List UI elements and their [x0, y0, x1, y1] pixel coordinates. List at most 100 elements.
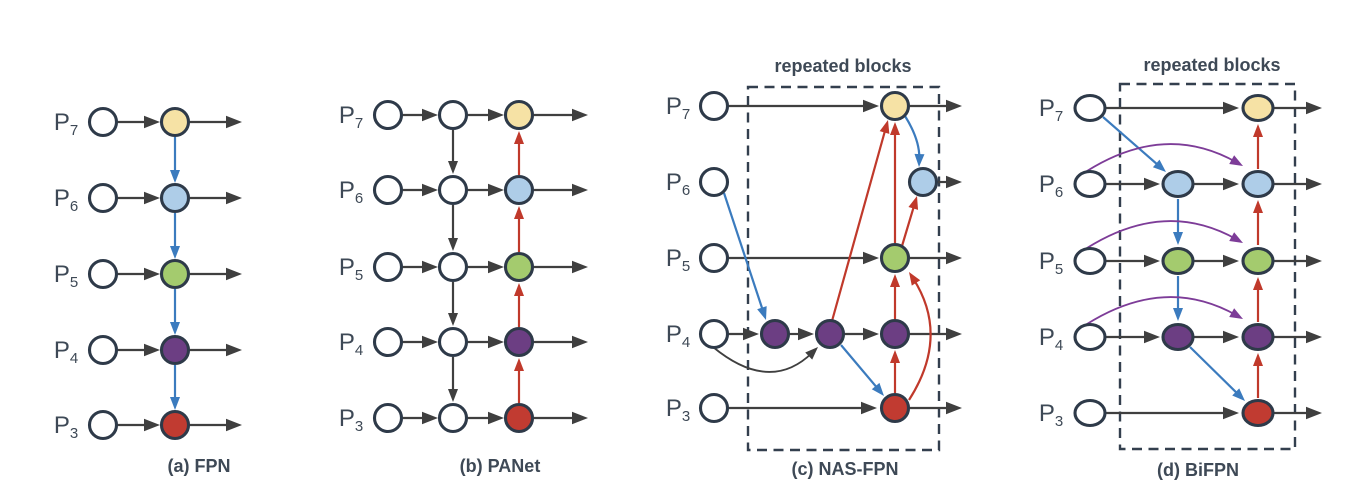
- arrowhead-black-icon: [1306, 101, 1322, 115]
- graph-node-blue: [503, 174, 535, 206]
- graph-node-purple: [159, 334, 191, 366]
- graph-node-blue: [1161, 169, 1195, 199]
- arrowhead-red-icon: [908, 196, 919, 210]
- arrowhead-black-icon: [422, 411, 438, 425]
- arrowhead-black-icon: [1223, 406, 1239, 420]
- level-label-P5: P5: [1039, 248, 1063, 278]
- graph-node-white: [698, 166, 730, 198]
- graph-node-white: [698, 392, 730, 424]
- arrowhead-black-icon: [144, 191, 160, 205]
- graph-edge-blue: [1189, 346, 1241, 397]
- graph-node-white: [437, 326, 469, 358]
- graph-node-white: [372, 326, 404, 358]
- arrowhead-black-icon: [861, 401, 877, 415]
- arrowhead-black-icon: [144, 418, 160, 432]
- graph-edge-blue: [722, 192, 765, 313]
- panel-caption-fpn: (a) FPN: [168, 456, 231, 476]
- level-label-P3: P3: [1039, 400, 1063, 430]
- graph-node-white: [1073, 169, 1107, 199]
- graph-node-purple: [1161, 322, 1195, 352]
- arrowhead-black-icon: [226, 267, 242, 281]
- arrowhead-black-icon: [572, 183, 588, 197]
- arrowhead-red-icon: [514, 358, 524, 371]
- arrowhead-blue-icon: [1232, 388, 1245, 401]
- graph-node-white: [1073, 93, 1107, 123]
- graph-node-purple: [759, 318, 791, 350]
- arrowhead-black-icon: [226, 343, 242, 357]
- arrowhead-red-icon: [514, 131, 524, 144]
- level-label-P6: P6: [54, 185, 78, 215]
- arrowhead-black-icon: [946, 251, 962, 265]
- graph-node-white: [698, 242, 730, 274]
- level-label-P7: P7: [54, 109, 78, 139]
- arrowhead-black-icon: [1144, 330, 1160, 344]
- arrowhead-black-icon: [422, 183, 438, 197]
- arrowhead-violet-icon: [1229, 155, 1243, 166]
- arrowhead-black-icon: [863, 251, 879, 265]
- graph-node-yellow: [879, 90, 911, 122]
- repeated-blocks-label-bifpn: repeated blocks: [1143, 55, 1280, 75]
- arrowhead-black-icon: [226, 418, 242, 432]
- graph-edge-violet: [1086, 296, 1237, 325]
- arrowhead-black-icon: [572, 260, 588, 274]
- arrowhead-black-icon: [946, 401, 962, 415]
- arrowhead-black-icon: [488, 108, 504, 122]
- graph-node-white: [698, 90, 730, 122]
- graph-node-white: [87, 258, 119, 290]
- graph-edge-blue: [1102, 116, 1161, 168]
- arrowhead-red-icon: [879, 120, 890, 134]
- arrowhead-black-icon: [226, 191, 242, 205]
- arrowhead-blue-icon: [871, 382, 884, 396]
- arrowhead-blue-icon: [757, 306, 767, 320]
- arrowhead-black-icon: [805, 347, 818, 360]
- graph-node-yellow: [503, 99, 535, 131]
- graph-node-red: [503, 402, 535, 434]
- graph-node-white: [437, 99, 469, 131]
- graph-node-white: [437, 251, 469, 283]
- graph-node-yellow: [1241, 93, 1275, 123]
- graph-node-white: [372, 99, 404, 131]
- arrowhead-black-icon: [946, 99, 962, 113]
- arrowhead-violet-icon: [1229, 308, 1243, 319]
- arrowhead-black-icon: [144, 115, 160, 129]
- graph-edge-red: [908, 277, 932, 401]
- arrowhead-blue-icon: [1173, 308, 1183, 321]
- arrowhead-black-icon: [743, 327, 759, 341]
- arrowhead-blue-icon: [170, 246, 180, 259]
- arrowhead-black-icon: [488, 335, 504, 349]
- graph-node-purple: [814, 318, 846, 350]
- graph-node-blue: [159, 182, 191, 214]
- graph-node-white: [1073, 246, 1107, 276]
- arrowhead-red-icon: [1253, 353, 1263, 366]
- graph-node-white: [1073, 322, 1107, 352]
- level-label-P5: P5: [339, 254, 363, 284]
- arrowhead-black-icon: [798, 327, 814, 341]
- graph-node-red: [1241, 398, 1275, 428]
- arrowhead-red-icon: [1253, 277, 1263, 290]
- arrowhead-black-icon: [863, 327, 879, 341]
- repeated-blocks-box-nas-fpn: [746, 85, 941, 452]
- graph-node-green: [879, 242, 911, 274]
- arrowhead-red-icon: [890, 274, 900, 287]
- graph-node-white: [87, 409, 119, 441]
- repeated-blocks-box-bifpn: [1118, 82, 1297, 451]
- arrowhead-blue-icon: [170, 170, 180, 183]
- arrowhead-violet-icon: [1229, 232, 1243, 243]
- arrowhead-black-icon: [422, 260, 438, 274]
- level-label-P5: P5: [54, 261, 78, 291]
- level-label-P4: P4: [339, 329, 363, 359]
- arrowhead-red-icon: [1253, 200, 1263, 213]
- arrowhead-red-icon: [1253, 124, 1263, 137]
- level-label-P6: P6: [666, 169, 690, 199]
- graph-node-white: [437, 174, 469, 206]
- level-label-P4: P4: [1039, 324, 1063, 354]
- arrowhead-black-icon: [488, 183, 504, 197]
- level-label-P7: P7: [666, 93, 690, 123]
- arrowhead-black-icon: [226, 115, 242, 129]
- graph-node-white: [87, 106, 119, 138]
- graph-node-white: [372, 402, 404, 434]
- graph-node-white: [1073, 398, 1107, 428]
- graph-edge-violet: [1086, 220, 1237, 249]
- panel-caption-panet: (b) PANet: [460, 456, 541, 476]
